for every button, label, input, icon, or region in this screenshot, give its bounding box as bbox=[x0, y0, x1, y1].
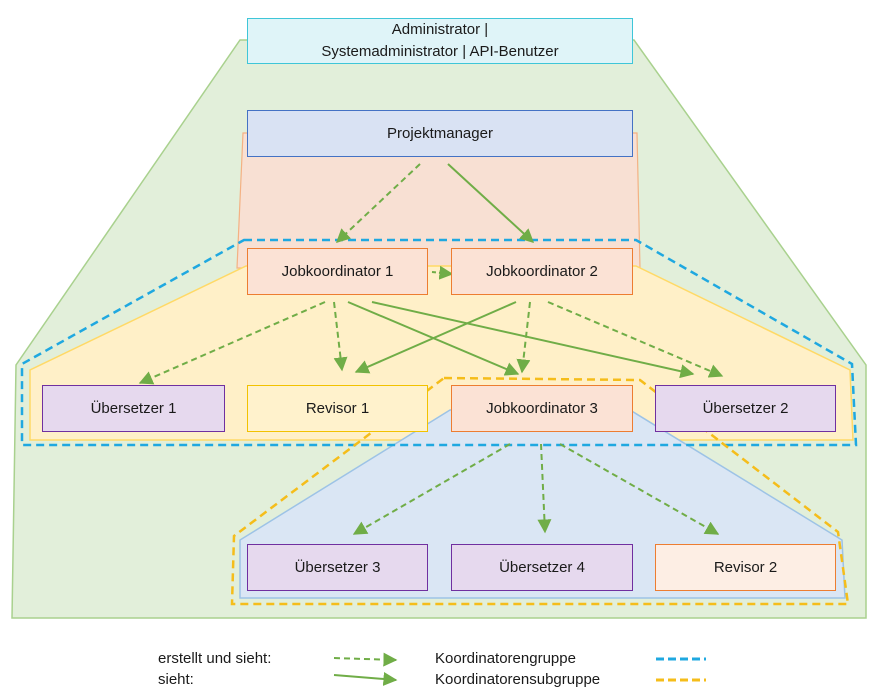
uebersetzer-2-box: Übersetzer 2 bbox=[655, 385, 836, 432]
uebersetzer-1-box: Übersetzer 1 bbox=[42, 385, 225, 432]
uebersetzer-4-box: Übersetzer 4 bbox=[451, 544, 633, 591]
arrow-jk3-ub4-creates bbox=[537, 443, 552, 534]
arrow-jk2-ub2-creates bbox=[547, 301, 724, 378]
uebersetzer-3-box: Übersetzer 3 bbox=[247, 544, 428, 591]
jobkoordinator-1-box: Jobkoordinator 1 bbox=[247, 248, 428, 295]
jobkoordinator-visibility-region bbox=[29, 265, 854, 441]
jobkoordinator-3-box: Jobkoordinator 3 bbox=[451, 385, 633, 432]
arrow-jk3-rev2-creates bbox=[559, 443, 720, 535]
arrow-jk1-ub1-creates bbox=[138, 301, 326, 385]
arrow-pm-jk1-creates bbox=[335, 163, 421, 243]
legend-creates-and-sees-label: erstellt und sieht: bbox=[158, 650, 272, 667]
arrow-jk2-jk3-creates bbox=[516, 301, 531, 374]
legend-koordinatorengruppe-label: Koordinatorengruppe bbox=[435, 650, 576, 667]
revisor-1-box: Revisor 1 bbox=[247, 385, 428, 432]
legend-koordinatorensubgruppe-label: Koordinatorensubgruppe bbox=[435, 671, 601, 688]
admin-box: Administrator | Systemadministrator | AP… bbox=[247, 18, 633, 64]
koordinatorengruppe-outline bbox=[20, 238, 858, 447]
legend-solid-arrow bbox=[333, 672, 398, 686]
arrow-pm-jk2-sees bbox=[447, 163, 535, 243]
arrow-jk1-jk2-creates bbox=[431, 265, 454, 280]
koordinatorensubgruppe-outline bbox=[230, 376, 850, 606]
arrow-jk1-rev1-creates bbox=[333, 301, 348, 372]
arrow-jk2-rev1-sees bbox=[354, 301, 517, 374]
arrows bbox=[138, 163, 724, 686]
legend-dashed-arrow bbox=[333, 652, 398, 667]
arrow-jk1-ub2-sees bbox=[371, 301, 695, 379]
admin-line-2: Systemadministrator | API-Benutzer bbox=[321, 43, 559, 60]
projektmanager-box: Projektmanager bbox=[247, 110, 633, 157]
legend-sees-label: sieht: bbox=[158, 671, 194, 688]
admin-line-1: Administrator | bbox=[391, 21, 489, 38]
jobkoordinator-2-box: Jobkoordinator 2 bbox=[451, 248, 633, 295]
revisor-2-box: Revisor 2 bbox=[655, 544, 836, 591]
arrow-jk3-ub3-creates bbox=[352, 443, 511, 535]
